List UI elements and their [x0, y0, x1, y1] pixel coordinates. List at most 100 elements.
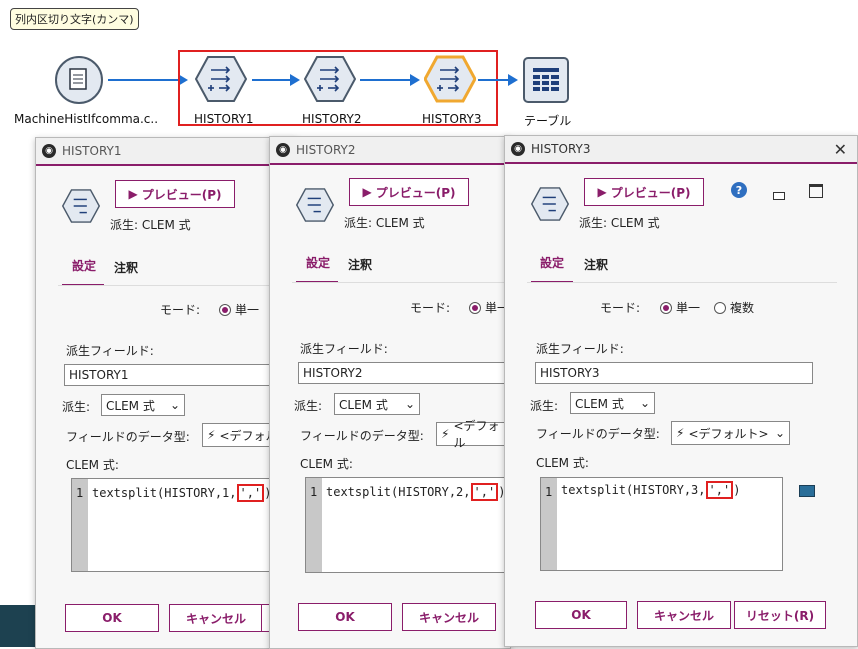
derive-type-label: 派生: CLEM 式 — [344, 216, 425, 230]
arrowhead-icon — [178, 74, 188, 86]
radio-selected-icon — [219, 303, 231, 316]
code-line: textsplit(HISTORY,1,',') — [92, 484, 271, 502]
mode-label: モード: — [410, 301, 451, 315]
code-line: textsplit(HISTORY,3,',') — [561, 481, 740, 499]
field-type-value: <デフォル — [453, 419, 500, 450]
reset-button[interactable]: リセット(R) — [734, 601, 826, 629]
clem-editor[interactable]: 1 textsplit(HISTORY,1,',') — [71, 478, 296, 572]
history3-label: HISTORY3 — [422, 112, 482, 126]
table-label: テーブル — [524, 114, 572, 128]
delimiter-highlight: ',' — [470, 483, 499, 501]
derive-as-select[interactable]: CLEM 式 ⌄ — [101, 394, 185, 416]
ok-button[interactable]: OK — [65, 604, 159, 632]
link-arrow — [252, 79, 292, 81]
mode-single-radio[interactable]: 単一 — [219, 301, 259, 318]
radio-selected-icon — [469, 301, 481, 314]
clem-editor[interactable]: 1 textsplit(HISTORY,2,',') — [305, 477, 510, 573]
code-line: textsplit(HISTORY,2,',') — [326, 483, 505, 501]
line-number: 1 — [76, 486, 84, 500]
close-icon[interactable]: ✕ — [833, 139, 847, 159]
history1-node[interactable] — [194, 55, 248, 106]
ok-button[interactable]: OK — [298, 603, 392, 631]
play-icon: ▶ — [597, 185, 607, 199]
code-text-end: ) — [733, 483, 741, 497]
derive-field-input[interactable]: HISTORY1 — [64, 364, 296, 386]
preview-label: プレビュー(P) — [141, 187, 222, 202]
derive-field-input[interactable]: HISTORY3 — [535, 362, 813, 384]
derive-node-icon — [296, 188, 334, 222]
dialog-title: HISTORY1 — [62, 144, 122, 158]
app-icon: ◉ — [276, 143, 290, 157]
derive-as-select[interactable]: CLEM 式 ⌄ — [334, 393, 420, 415]
mode-label: モード: — [160, 303, 201, 317]
tab-settings[interactable]: 設定 — [540, 256, 565, 270]
play-icon: ▶ — [128, 187, 138, 201]
code-text: textsplit(HISTORY,3, — [561, 483, 706, 497]
derive-node-icon — [303, 56, 357, 102]
table-icon — [523, 57, 569, 103]
preview-button[interactable]: ▶ プレビュー(P) — [584, 178, 704, 206]
delimiter-highlight: ',' — [236, 484, 265, 502]
minimize-icon[interactable] — [773, 192, 785, 200]
code-text-end: ) — [498, 485, 506, 499]
link-arrow — [478, 79, 510, 81]
preview-label: プレビュー(P) — [610, 185, 691, 200]
derive-node-icon — [423, 55, 477, 103]
field-type-value: <デフォル — [219, 428, 278, 443]
dialog-titlebar: ◉ HISTORY1 — [36, 138, 296, 166]
expression-builder-icon[interactable] — [799, 485, 815, 497]
clem-editor[interactable]: 1 textsplit(HISTORY,3,',') — [540, 477, 783, 571]
line-number: 1 — [545, 485, 553, 499]
tab-settings[interactable]: 設定 — [306, 256, 331, 270]
derive-as-value: CLEM 式 — [339, 397, 388, 412]
file-source-icon — [55, 56, 103, 104]
cancel-button[interactable]: キャンセル — [169, 604, 263, 632]
derive-field-label: 派生フィールド: — [536, 342, 624, 356]
help-icon[interactable]: ? — [731, 182, 747, 198]
derive-as-value: CLEM 式 — [575, 396, 624, 411]
history2-node[interactable] — [303, 55, 357, 106]
arrowhead-icon — [290, 74, 300, 86]
background-panel — [0, 605, 36, 647]
derive-as-label: 派生: — [530, 399, 559, 413]
chevron-down-icon: ⌄ — [774, 426, 785, 440]
preview-button[interactable]: ▶ プレビュー(P) — [349, 178, 469, 206]
play-icon: ▶ — [362, 185, 372, 199]
radio-empty-icon — [714, 301, 726, 314]
clem-label: CLEM 式: — [66, 458, 119, 472]
field-type-select[interactable]: ⚡ <デフォル — [436, 419, 510, 450]
field-type-value: <デフォルト> — [688, 426, 769, 441]
history1-label: HISTORY1 — [194, 112, 254, 126]
dialog-titlebar: ◉ HISTORY3 ✕ — [505, 136, 857, 164]
field-type-select[interactable]: ⚡ <デフォルト> ⌄ — [671, 421, 790, 445]
tab-notes[interactable]: 注釈 — [348, 258, 373, 272]
mode-single-radio[interactable]: 単一 — [660, 299, 700, 316]
chevron-down-icon: ⌄ — [639, 396, 650, 410]
source-node-label: MachineHistIfcomma.c.. — [14, 112, 159, 126]
tab-settings[interactable]: 設定 — [72, 259, 97, 273]
tab-notes[interactable]: 注釈 — [114, 261, 139, 275]
table-node[interactable] — [522, 56, 570, 107]
lightning-icon: ⚡ — [441, 427, 450, 441]
maximize-icon[interactable] — [809, 184, 823, 198]
radio-selected-icon — [660, 301, 672, 314]
history3-node[interactable] — [423, 55, 477, 106]
dialog-title: HISTORY3 — [531, 142, 591, 156]
mode-single-label: 単一 — [676, 301, 701, 315]
mode-single-radio[interactable]: 単一 — [469, 299, 509, 316]
clem-label: CLEM 式: — [536, 456, 589, 470]
code-text: textsplit(HISTORY,2, — [326, 485, 471, 499]
lightning-icon: ⚡ — [207, 428, 216, 442]
cancel-button[interactable]: キャンセル — [402, 603, 496, 631]
tab-notes[interactable]: 注釈 — [584, 258, 609, 272]
derive-field-input[interactable]: HISTORY2 — [298, 362, 510, 384]
field-type-label: フィールドのデータ型: — [536, 427, 660, 441]
source-node[interactable] — [54, 55, 104, 108]
line-gutter — [306, 478, 322, 572]
derive-as-select[interactable]: CLEM 式 ⌄ — [570, 392, 655, 414]
preview-button[interactable]: ▶ プレビュー(P) — [115, 180, 235, 208]
cancel-button[interactable]: キャンセル — [637, 601, 731, 629]
ok-button[interactable]: OK — [535, 601, 627, 629]
mode-multi-radio[interactable]: 複数 — [714, 299, 754, 316]
mode-multi-label: 複数 — [730, 301, 755, 315]
